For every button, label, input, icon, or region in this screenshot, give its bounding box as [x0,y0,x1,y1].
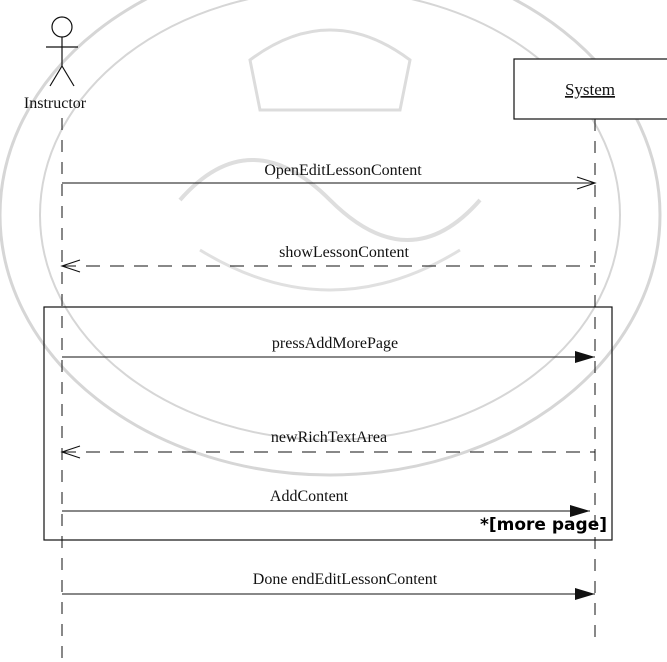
message-label-add-content: AddContent [270,488,349,505]
message-label-open-edit: OpenEditLessonContent [264,162,422,179]
sync-arrowhead-icon [575,588,595,600]
instructor-actor: Instructor [24,17,87,112]
actor-head-icon [52,17,72,37]
sync-arrowhead-icon [575,351,595,363]
loop-guard: *[more page] [480,515,607,535]
message-label-new-rich: newRichTextArea [271,429,387,446]
system-label: System [565,80,615,99]
system-object: System [514,59,667,119]
actor-label: Instructor [24,95,87,112]
message-label-done: Done endEditLessonContent [253,571,438,588]
message-label-show-lesson: showLessonContent [279,244,409,261]
message-label-press-add: pressAddMorePage [272,335,398,352]
